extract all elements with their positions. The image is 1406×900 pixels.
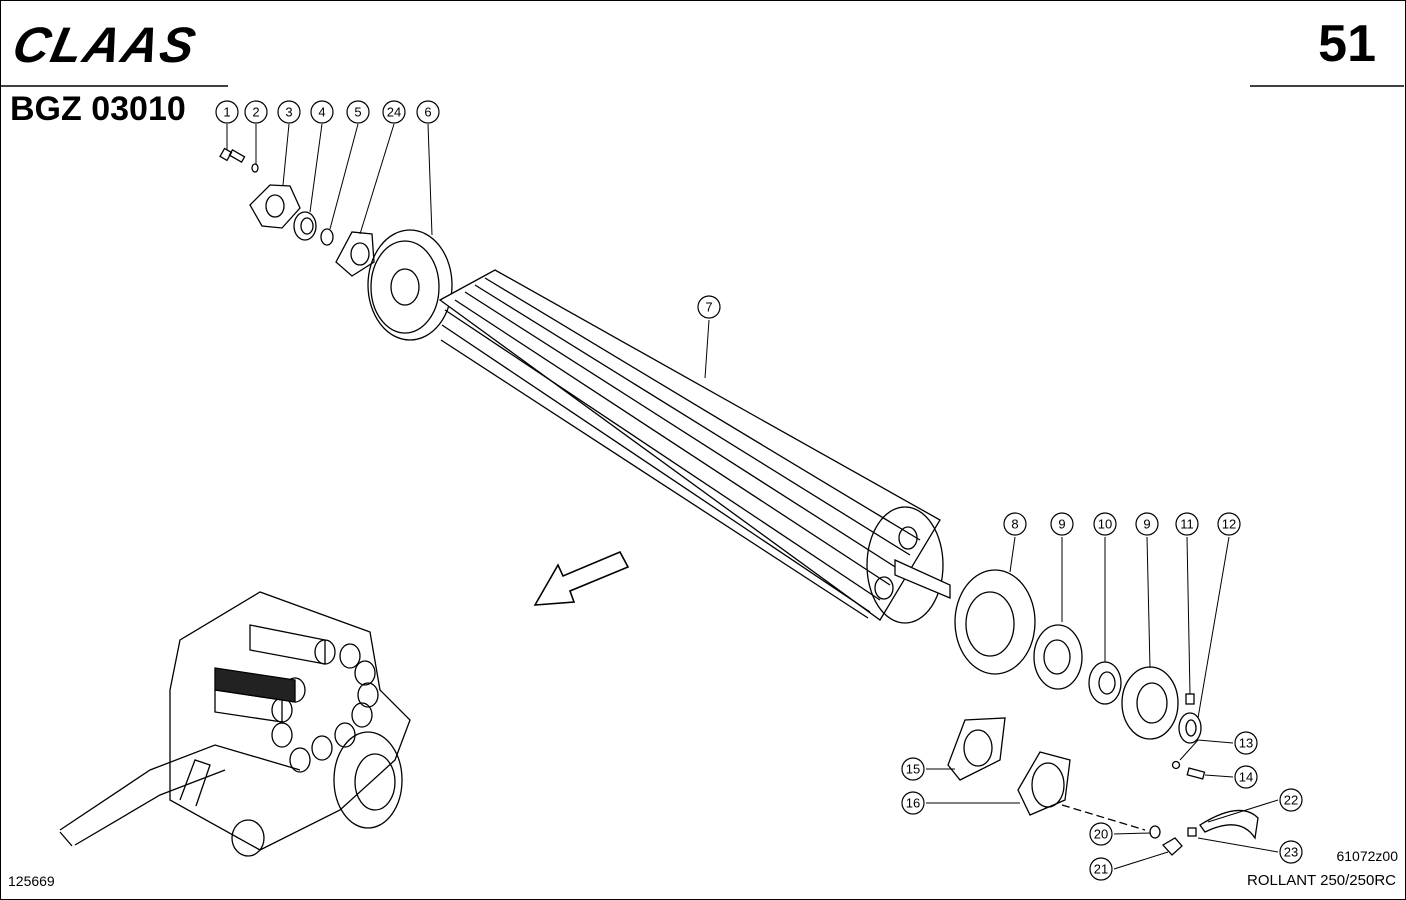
svg-text:16: 16 <box>906 796 920 811</box>
callout-12: 12 <box>1217 512 1241 536</box>
callout-2: 2 <box>244 100 268 124</box>
callout-10: 10 <box>1093 512 1117 536</box>
part-plug-21 <box>1161 837 1183 856</box>
part-plate-9a <box>1033 624 1083 690</box>
drawing-id: 61072z00 <box>1336 848 1398 864</box>
callouts: 1 2 3 4 5 24 6 7 8 9 10 9 11 12 13 14 15… <box>215 100 1303 881</box>
callout-4: 4 <box>310 100 334 124</box>
svg-text:9: 9 <box>1058 517 1065 532</box>
callout-20: 20 <box>1089 822 1113 846</box>
callout-21: 21 <box>1089 857 1113 881</box>
callout-9a: 9 <box>1050 512 1074 536</box>
svg-text:8: 8 <box>1011 517 1018 532</box>
part-pulley-6 <box>367 229 453 341</box>
part-bolt-1 <box>219 147 246 163</box>
callout-23: 23 <box>1279 840 1303 864</box>
model-name: ROLLANT 250/250RC <box>1247 872 1396 889</box>
callout-24: 24 <box>382 100 406 124</box>
svg-text:4: 4 <box>318 105 325 120</box>
callout-8: 8 <box>1003 512 1027 536</box>
svg-text:2: 2 <box>252 105 259 120</box>
part-bolt-14 <box>1186 767 1206 780</box>
callout-5: 5 <box>346 100 370 124</box>
part-plate-3 <box>249 184 301 229</box>
part-collar-12 <box>1178 712 1202 744</box>
page-number: 51 <box>1318 15 1376 73</box>
part-washer-2 <box>251 163 259 173</box>
callout-9b: 9 <box>1135 512 1159 536</box>
part-disc-8 <box>954 569 1036 675</box>
callout-6: 6 <box>416 100 440 124</box>
callout-1: 1 <box>215 100 239 124</box>
svg-text:5: 5 <box>354 105 361 120</box>
callout-11: 11 <box>1175 512 1199 536</box>
baler-overview-drawing <box>59 591 411 857</box>
assembly-line <box>1061 804 1146 831</box>
part-washer-13 <box>1171 760 1181 770</box>
part-bearing-10 <box>1088 661 1122 705</box>
part-nipple-11 <box>1185 693 1195 705</box>
leader-lines <box>226 123 1279 870</box>
part-bearing-4 <box>293 211 317 241</box>
svg-text:6: 6 <box>424 105 431 120</box>
group-code: BGZ 03010 <box>10 90 186 128</box>
svg-text:10: 10 <box>1098 517 1112 532</box>
callout-16: 16 <box>901 791 925 815</box>
svg-text:23: 23 <box>1284 845 1298 860</box>
svg-text:12: 12 <box>1222 517 1236 532</box>
svg-text:11: 11 <box>1180 517 1194 532</box>
callout-22: 22 <box>1279 788 1303 812</box>
direction-arrow-icon <box>533 550 630 606</box>
svg-text:15: 15 <box>906 762 920 777</box>
callout-13: 13 <box>1234 731 1258 755</box>
part-fitting-23 <box>1187 827 1197 837</box>
callout-7: 7 <box>697 295 721 319</box>
part-washer-20 <box>1149 825 1161 839</box>
svg-text:9: 9 <box>1143 517 1150 532</box>
svg-text:1: 1 <box>223 105 230 120</box>
svg-text:3: 3 <box>285 105 292 120</box>
part-roller-7 <box>438 269 951 624</box>
callout-14: 14 <box>1234 765 1258 789</box>
svg-text:22: 22 <box>1284 793 1298 808</box>
svg-text:7: 7 <box>705 300 712 315</box>
svg-text:13: 13 <box>1239 736 1253 751</box>
part-housing-16 <box>1017 751 1071 816</box>
reference-number: 125669 <box>8 873 55 889</box>
callout-15: 15 <box>901 757 925 781</box>
part-flange-24 <box>335 231 375 277</box>
part-plate-15 <box>947 717 1006 781</box>
part-hose-22 <box>1199 809 1259 840</box>
part-plate-9b <box>1121 666 1179 740</box>
svg-text:24: 24 <box>387 105 401 120</box>
callout-3: 3 <box>277 100 301 124</box>
svg-text:14: 14 <box>1239 770 1253 785</box>
svg-text:21: 21 <box>1094 862 1108 877</box>
part-ring-5 <box>320 228 334 246</box>
svg-text:20: 20 <box>1094 827 1108 842</box>
